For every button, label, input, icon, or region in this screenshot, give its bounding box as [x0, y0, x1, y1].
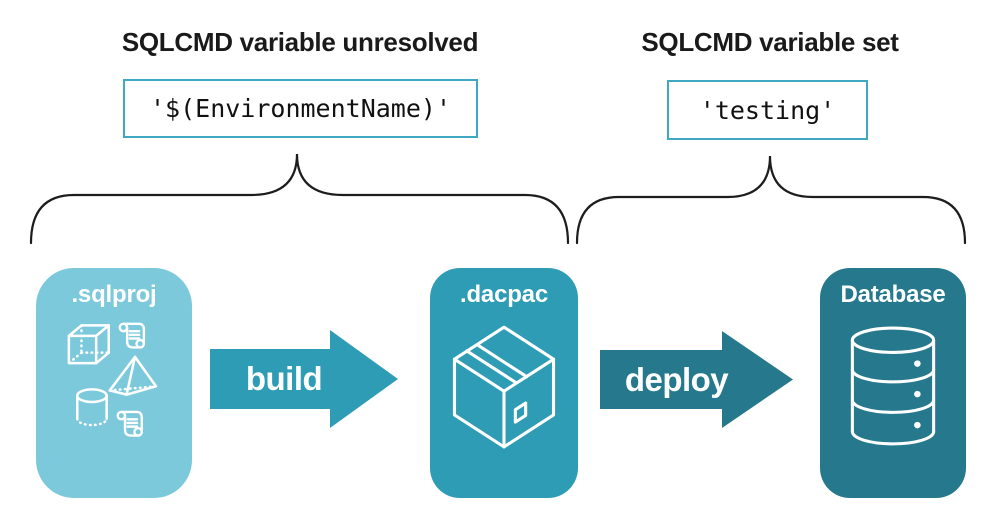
- code-box-set: 'testing': [667, 80, 868, 140]
- code-box-unresolved: '$(EnvironmentName)': [123, 79, 478, 138]
- pyramid-icon: [108, 355, 158, 396]
- script-scroll-icon: [116, 410, 144, 437]
- node-sqlproj: .sqlproj: [36, 268, 192, 498]
- cube-icon: [67, 324, 111, 365]
- sql-objects-icon: [67, 322, 158, 437]
- code-value-unresolved: '$(EnvironmentName)': [149, 94, 452, 123]
- node-dacpac: .dacpac: [430, 268, 578, 498]
- node-sqlproj-label: .sqlproj: [71, 281, 157, 308]
- database-dots: [914, 360, 921, 429]
- heading-set: SQLCMD variable set: [641, 27, 899, 57]
- node-dacpac-label: .dacpac: [460, 281, 548, 308]
- node-database: Database: [820, 268, 966, 498]
- code-value-set: 'testing': [699, 95, 836, 125]
- build-arrow-label: build: [245, 360, 323, 397]
- left-brace: [29, 153, 570, 245]
- package-box-icon: [452, 325, 556, 449]
- build-arrow: build: [210, 330, 398, 428]
- brace-group: [29, 153, 967, 245]
- heading-unresolved: SQLCMD variable unresolved: [121, 27, 479, 57]
- deploy-arrow-shape: [600, 331, 793, 428]
- cylinder-icon: [76, 388, 108, 427]
- deploy-arrow-label: deploy: [624, 360, 729, 398]
- database-cylinder-icon: [850, 326, 936, 446]
- node-database-label: Database: [840, 281, 946, 308]
- script-scroll-icon: [118, 322, 146, 349]
- build-arrow-shape: [210, 330, 398, 428]
- right-brace: [575, 155, 967, 245]
- deploy-arrow: deploy: [600, 331, 793, 428]
- deploy-arrow-polygon: [600, 331, 793, 428]
- build-arrow-polygon: [210, 330, 398, 428]
